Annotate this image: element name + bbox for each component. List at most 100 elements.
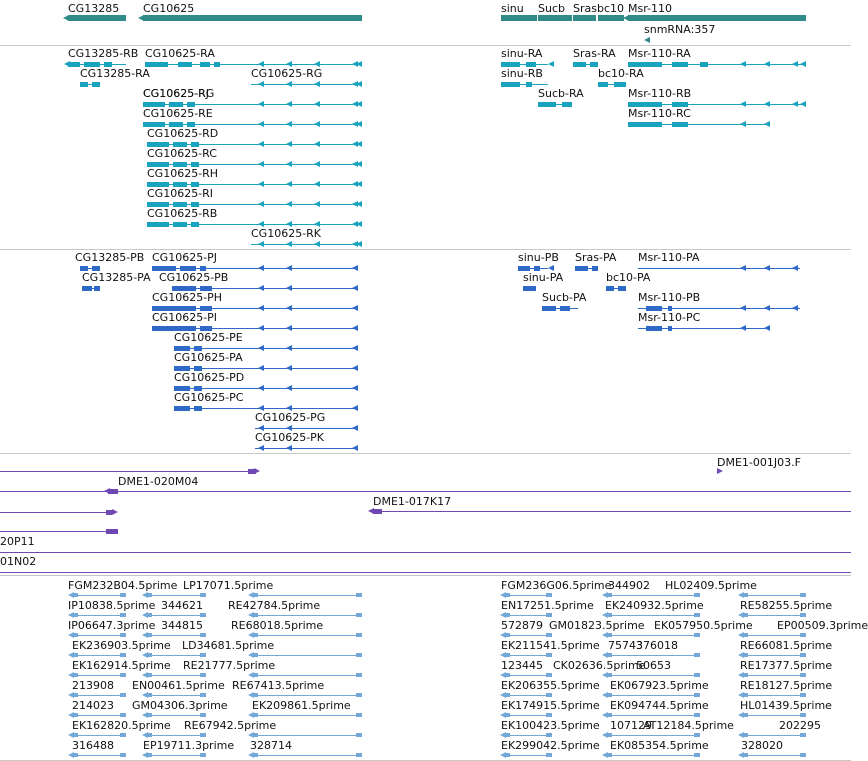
est-track-label[interactable]: 344902: [608, 579, 650, 592]
feature-exon[interactable]: [72, 753, 78, 757]
est-track-label[interactable]: GM01823.5prime: [549, 619, 645, 632]
feature-exon[interactable]: [146, 733, 152, 737]
est-track-label[interactable]: 328020: [741, 739, 783, 752]
feature-exon[interactable]: [628, 121, 662, 127]
feature-exon[interactable]: [200, 733, 206, 737]
feature-exon[interactable]: [146, 713, 152, 717]
rna-track-label[interactable]: Msr-110-RB: [628, 87, 692, 100]
gene-track-label[interactable]: Msr-110: [628, 2, 673, 15]
protein-track-label[interactable]: CG10625-PI: [152, 311, 218, 324]
feature-exon[interactable]: [542, 305, 556, 311]
feature-exon[interactable]: [174, 405, 190, 411]
protein-track-label[interactable]: CG10625-PH: [152, 291, 223, 304]
feature-exon[interactable]: [356, 633, 362, 637]
protein-track-label[interactable]: CG10625-PG: [255, 411, 326, 424]
feature-exon[interactable]: [252, 613, 258, 617]
feature-exon[interactable]: [72, 733, 78, 737]
feature-exon[interactable]: [187, 101, 195, 107]
feature-exon[interactable]: [606, 633, 612, 637]
feature-exon[interactable]: [538, 15, 572, 21]
feature-exon[interactable]: [742, 693, 748, 697]
feature-exon[interactable]: [606, 713, 612, 717]
gene-track-label[interactable]: sinu: [501, 2, 524, 15]
feature-exon[interactable]: [504, 613, 510, 617]
feature-exon[interactable]: [146, 633, 152, 637]
feature-exon[interactable]: [191, 141, 199, 147]
feature-exon[interactable]: [120, 653, 126, 657]
feature-exon[interactable]: [147, 181, 169, 187]
feature-exon[interactable]: [143, 101, 165, 107]
feature-exon[interactable]: [742, 753, 748, 757]
feature-exon[interactable]: [800, 593, 806, 597]
feature-exon[interactable]: [146, 593, 152, 597]
feature-exon[interactable]: [538, 101, 556, 107]
est-track-label[interactable]: EK299042.5prime: [501, 739, 600, 752]
feature-exon[interactable]: [147, 201, 169, 207]
feature-exon[interactable]: [200, 753, 206, 757]
protein-track-label[interactable]: CG10625-PA: [174, 351, 243, 364]
feature-exon[interactable]: [252, 673, 258, 677]
feature-exon[interactable]: [606, 285, 614, 291]
feature-exon[interactable]: [628, 101, 662, 107]
feature-exon[interactable]: [200, 673, 206, 677]
feature-exon[interactable]: [694, 693, 700, 697]
feature-exon[interactable]: [194, 405, 202, 411]
feature-exon[interactable]: [104, 61, 112, 67]
feature-exon[interactable]: [501, 81, 520, 87]
protein-track-label[interactable]: CG10625-PE: [174, 331, 243, 344]
feature-exon[interactable]: [592, 265, 598, 271]
feature-exon[interactable]: [145, 61, 168, 67]
gene-track-label[interactable]: snmRNA:357: [644, 23, 716, 36]
bac-track-label[interactable]: DME1-020M04: [118, 475, 199, 488]
feature-exon[interactable]: [356, 693, 362, 697]
est-track-label[interactable]: EK162914.5prime: [72, 659, 171, 672]
feature-exon[interactable]: [504, 693, 510, 697]
feature-exon[interactable]: [194, 345, 202, 351]
est-track-label[interactable]: EK067923.5prime: [610, 679, 709, 692]
feature-exon[interactable]: [200, 613, 206, 617]
feature-exon[interactable]: [84, 61, 100, 67]
protein-track-label[interactable]: CG10625-PC: [174, 391, 244, 404]
est-track-label[interactable]: 202295: [779, 719, 821, 732]
est-track-label[interactable]: EK209861.5prime: [252, 699, 351, 712]
feature-exon[interactable]: [252, 593, 258, 597]
rna-track-label[interactable]: CG10625-RK: [251, 227, 322, 240]
feature-exon[interactable]: [694, 593, 700, 597]
feature-exon[interactable]: [546, 733, 552, 737]
feature-exon[interactable]: [108, 488, 118, 494]
feature-exon[interactable]: [504, 653, 510, 657]
feature-exon[interactable]: [252, 633, 258, 637]
rna-track-label[interactable]: CG10625-RG: [251, 67, 323, 80]
est-track-label[interactable]: EK206355.5prime: [501, 679, 600, 692]
feature-exon[interactable]: [80, 81, 88, 87]
est-track-label[interactable]: RE17377.5prime: [740, 659, 833, 672]
feature-exon[interactable]: [356, 613, 362, 617]
est-track-label[interactable]: RE42784.5prime: [228, 599, 321, 612]
feature-exon[interactable]: [356, 653, 362, 657]
feature-exon[interactable]: [546, 593, 552, 597]
feature-exon[interactable]: [80, 265, 88, 271]
protein-track-label[interactable]: CG10625-PJ: [152, 251, 218, 264]
feature-exon[interactable]: [742, 613, 748, 617]
feature-exon[interactable]: [194, 365, 202, 371]
feature-exon[interactable]: [173, 181, 187, 187]
feature-exon[interactable]: [174, 385, 190, 391]
feature-exon[interactable]: [668, 305, 672, 311]
feature-exon[interactable]: [356, 713, 362, 717]
feature-exon[interactable]: [614, 81, 626, 87]
feature-exon[interactable]: [120, 593, 126, 597]
feature-exon[interactable]: [152, 325, 196, 331]
feature-exon[interactable]: [120, 753, 126, 757]
est-track-label[interactable]: EK174915.5prime: [501, 699, 600, 712]
feature-exon[interactable]: [194, 385, 202, 391]
feature-exon[interactable]: [356, 753, 362, 757]
feature-exon[interactable]: [200, 693, 206, 697]
est-track-label[interactable]: 344621: [161, 599, 203, 612]
protein-track-label[interactable]: Msr-110-PB: [638, 291, 701, 304]
est-track-label[interactable]: AT12184.5prime: [643, 719, 734, 732]
feature-exon[interactable]: [501, 15, 537, 21]
est-track-label[interactable]: EK162820.5prime: [72, 719, 171, 732]
protein-track-label[interactable]: CG10625-PK: [255, 431, 325, 444]
est-track-label[interactable]: EK057950.5prime: [654, 619, 753, 632]
feature-exon[interactable]: [672, 61, 688, 67]
